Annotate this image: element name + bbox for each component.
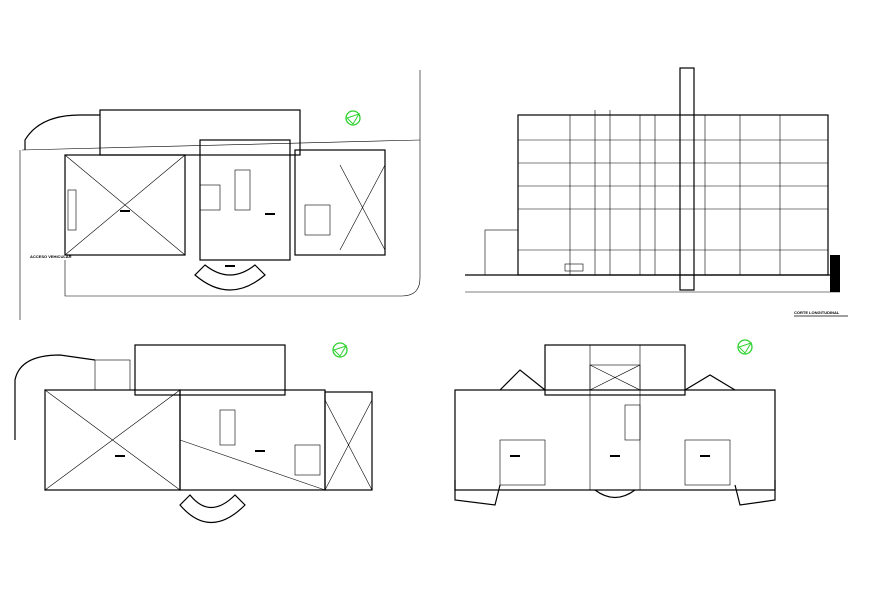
north-arrow-icon — [737, 339, 753, 355]
north-arrow-icon — [345, 110, 361, 126]
ground-floor-plan: ACCESO VEHICULAR — [19, 70, 421, 320]
section-label: CORTE LONGITUDINAL — [794, 310, 840, 315]
longitudinal-section: CORTE LONGITUDINAL — [465, 67, 848, 317]
north-arrow-icon — [332, 342, 348, 358]
access-label: ACCESO VEHICULAR — [30, 254, 72, 259]
upper-floor-plan — [14, 344, 373, 524]
typical-floor-plan — [454, 344, 776, 506]
